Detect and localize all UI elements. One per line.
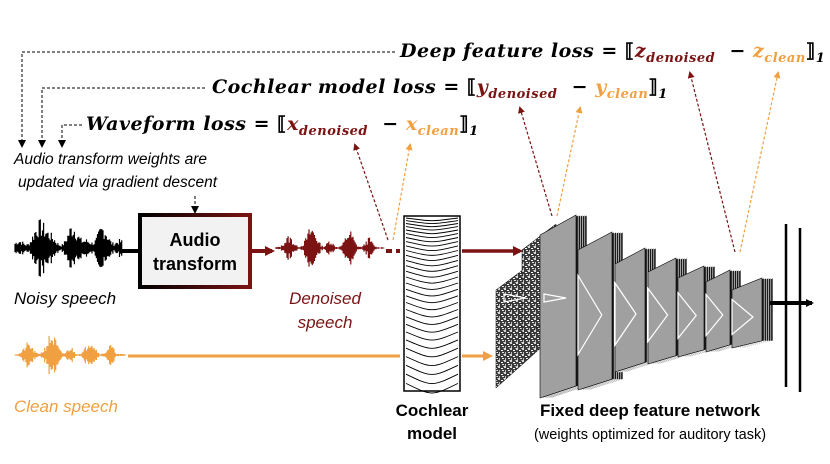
- waveform-loss: Waveform loss = ⟦xdenoised − xclean⟧1: [86, 113, 479, 139]
- input-receptive-field: [543, 293, 567, 303]
- update-caption-line1: Audio transform weights are: [14, 151, 207, 168]
- cochlear-model-box: [403, 215, 461, 392]
- update-caption-line2: updated via gradient descent: [18, 174, 218, 191]
- loss-tap-arrows: [353, 71, 781, 253]
- receptive-field-triangle: [614, 281, 637, 347]
- denoised-speech-label-2: speech: [297, 313, 353, 332]
- feedback-lines: [18, 51, 395, 214]
- clean-waveform: [14, 335, 126, 375]
- noisy-waveform: [14, 219, 123, 277]
- cochlear-label-1: Cochlear: [395, 401, 469, 420]
- noisy-speech-label: Noisy speech: [14, 289, 117, 308]
- receptive-field-triangle: [677, 291, 697, 340]
- audio-transform-label-1: Audio: [169, 230, 221, 250]
- network-layer-plate: [539, 214, 577, 399]
- cochlear-model-loss: Cochlear model loss = ⟦ydenoised − yclea…: [212, 76, 668, 102]
- network-layer-plate: [647, 257, 677, 365]
- network-layer-plate: [705, 269, 731, 353]
- network-layer-plate: [577, 231, 613, 391]
- network-layer-plate: [614, 247, 646, 373]
- audio-transform-label-2: transform: [152, 254, 237, 274]
- network-title: Fixed deep feature network: [539, 401, 761, 420]
- denoised-waveform: [275, 229, 385, 267]
- audio-transform-box: [138, 213, 252, 289]
- deep-feature-loss: Deep feature loss = ⟦zdenoised − zclean⟧…: [400, 40, 826, 66]
- receptive-field-triangle: [647, 286, 669, 344]
- denoised-speech-label-1: Denoised: [289, 289, 361, 308]
- receptive-field-triangle: [705, 292, 724, 338]
- clean-speech-label: Clean speech: [14, 397, 118, 416]
- cochlear-label-2: model: [406, 424, 458, 443]
- network-layer-plate: [677, 265, 705, 358]
- cochlear-filterbank: [405, 217, 459, 394]
- receptive-field-triangle: [577, 273, 603, 357]
- receptive-field-triangle: [731, 298, 754, 336]
- network-layer-plate: [731, 277, 763, 349]
- network-subtitle: (weights optimized for auditory task): [533, 427, 767, 443]
- input-receptive-field: [503, 293, 527, 303]
- network-layers: [503, 214, 774, 399]
